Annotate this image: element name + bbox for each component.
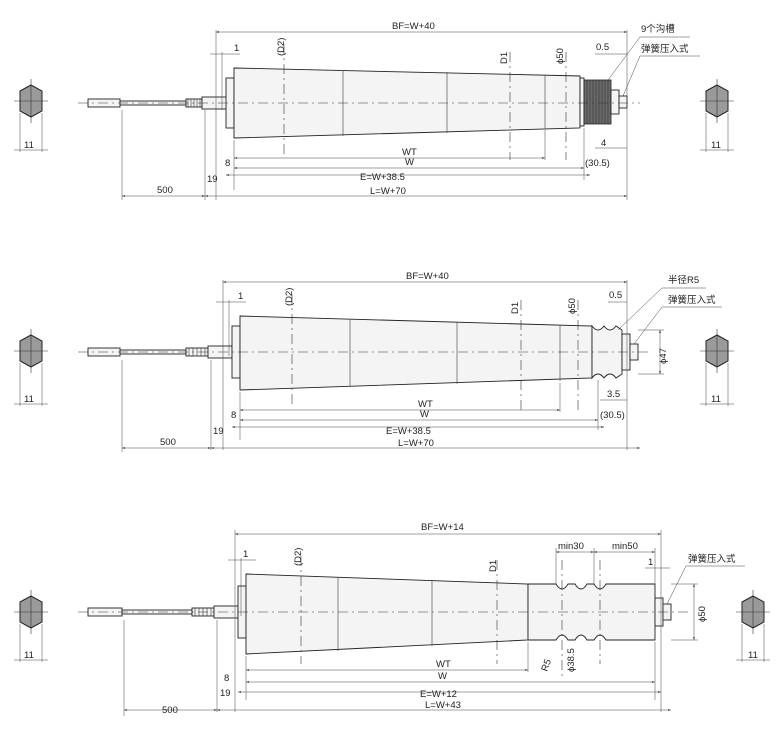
label-radius: 半径R5 <box>668 274 699 286</box>
dim-1: 1 <box>238 291 243 302</box>
dim-19: 19 <box>213 426 224 437</box>
hex-end-view-left: 11 <box>14 329 48 406</box>
dimensions: BF=W+14 1 (D2) D1 min30 min50 1 弹簧压入式 ϕ5… <box>123 522 745 716</box>
label-phi47: ϕ47 <box>658 348 669 364</box>
dim-19: 19 <box>207 174 218 185</box>
dim-1: 1 <box>234 43 239 54</box>
hex-size-right: 11 <box>711 140 721 151</box>
dimensions: BF=W+40 1 (D2) D1 ϕ50 0.5 半径R5 弹簧压入式 ϕ47… <box>121 271 722 452</box>
dimensions: BF=W+40 1 (D2) D1 ϕ50 0.5 9个沟槽 弹簧压入式 4 W… <box>121 21 700 200</box>
dim-0-5: 0.5 <box>609 290 622 301</box>
dim-bf: BF=W+40 <box>406 271 449 282</box>
dim-500: 500 <box>157 185 173 196</box>
dim-19: 19 <box>220 688 231 699</box>
dim-8: 8 <box>231 410 236 421</box>
dim-w: W <box>405 157 414 168</box>
dim-8: 8 <box>224 673 229 684</box>
dim-3-5: 3.5 <box>607 389 620 400</box>
dim-e: E=W+38.5 <box>386 426 431 437</box>
hex-size-right: 11 <box>711 394 721 405</box>
dim-8: 8 <box>225 158 230 169</box>
dim-l: L=W+70 <box>398 438 434 449</box>
roller-1: 11 <box>14 21 734 200</box>
dim-min50: min50 <box>612 541 638 552</box>
dim-w: W <box>438 671 447 682</box>
hex-size-left: 11 <box>24 650 34 661</box>
dim-1b: 1 <box>648 557 653 568</box>
dim-30-5: (30.5) <box>600 410 625 421</box>
label-d2: (D2) <box>284 288 295 306</box>
hex-end-view-left: 11 <box>14 79 48 152</box>
label-spring: 弹簧压入式 <box>668 294 716 306</box>
roller-2: 11 <box>14 271 734 452</box>
tapered-tube <box>245 573 672 655</box>
label-grooves: 9个沟槽 <box>641 23 675 35</box>
dim-bf: BF=W+40 <box>392 21 435 32</box>
label-d2: (D2) <box>276 38 287 56</box>
label-spring: 弹簧压入式 <box>641 43 689 55</box>
label-d1: D1 <box>510 302 521 314</box>
label-d1: D1 <box>499 52 510 64</box>
label-d1: D1 <box>488 560 499 572</box>
label-phi50: ϕ50 <box>555 48 566 64</box>
hex-end-view-right: 11 <box>736 590 770 662</box>
dim-wt: WT <box>436 659 451 670</box>
dim-wt: WT <box>418 399 433 410</box>
label-r5: R5 <box>539 658 553 673</box>
label-phi50: ϕ50 <box>567 298 578 314</box>
hex-end-view-left: 11 <box>14 590 48 662</box>
dim-4: 4 <box>601 138 606 149</box>
label-d2: (D2) <box>293 548 304 566</box>
dim-500: 500 <box>160 437 176 448</box>
hex-end-view-right: 11 <box>700 329 734 406</box>
roller-3: 11 <box>14 522 770 716</box>
hex-size-left: 11 <box>24 394 34 405</box>
dim-0-5: 0.5 <box>596 42 609 53</box>
dim-30-5: (30.5) <box>585 158 610 169</box>
dim-min30: min30 <box>558 541 584 552</box>
dim-bf: BF=W+14 <box>421 522 464 533</box>
dim-500: 500 <box>162 705 178 716</box>
hex-end-view-right: 11 <box>700 79 734 152</box>
dim-l: L=W+70 <box>370 186 406 197</box>
dim-l: L=W+43 <box>425 700 461 711</box>
label-spring: 弹簧压入式 <box>688 553 736 565</box>
hex-size-right: 11 <box>748 650 758 661</box>
label-phi50: ϕ50 <box>697 606 708 622</box>
hex-size-left: 11 <box>24 140 34 151</box>
dim-1: 1 <box>243 549 248 560</box>
dim-w: W <box>420 409 429 420</box>
dim-e: E=W+12 <box>420 689 457 700</box>
dim-e: E=W+38.5 <box>360 172 405 183</box>
dim-wt: WT <box>402 147 417 158</box>
label-phi38-5: ϕ38.5 <box>566 648 577 672</box>
